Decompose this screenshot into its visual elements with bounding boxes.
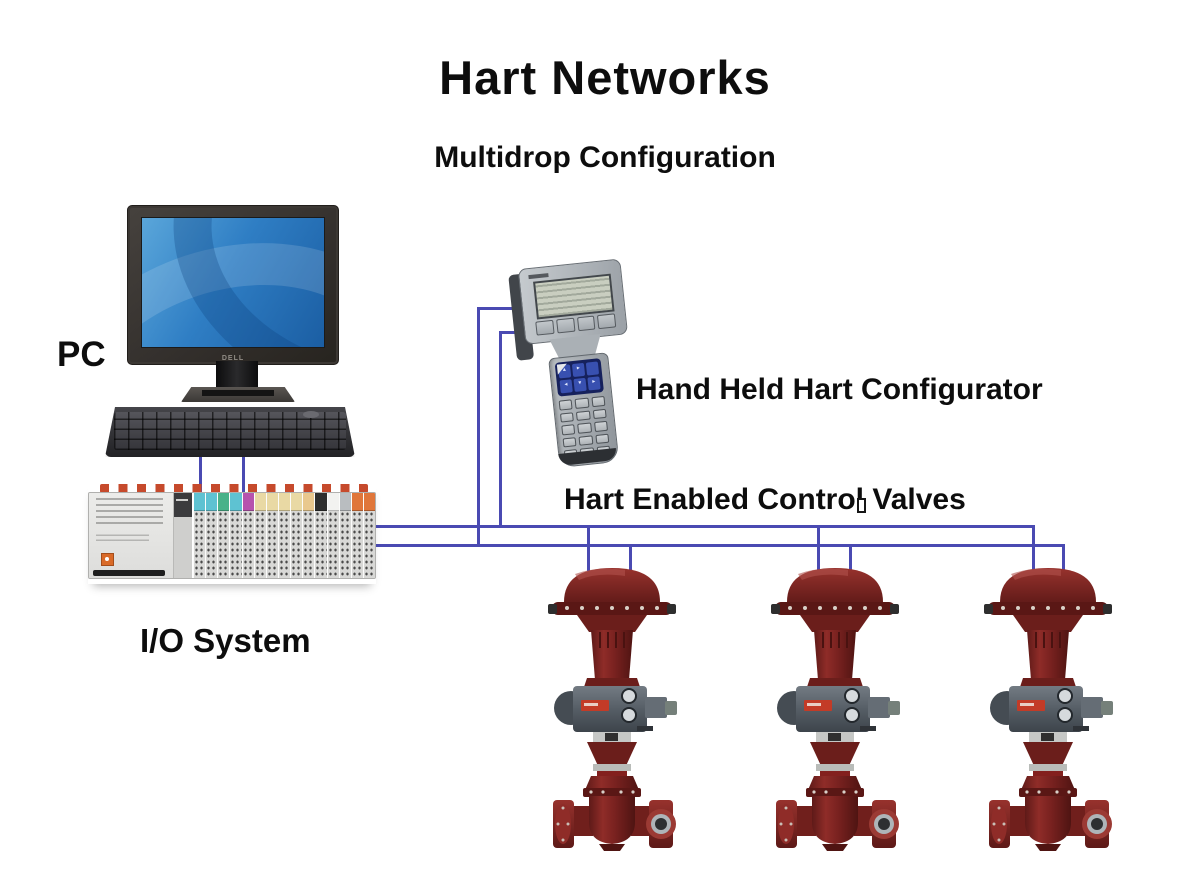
handheld-hart-configurator: ▴ ▸ ◂ ▾ ▸ [508, 258, 644, 469]
io-module [241, 493, 254, 578]
keypad-key [574, 397, 590, 409]
io-module [229, 493, 242, 578]
io-module [205, 493, 218, 578]
wire-handheld-drop-outer [477, 307, 480, 547]
handheld-lcd-screen [533, 273, 615, 320]
function-key [535, 319, 555, 336]
keyboard-emblem [303, 411, 319, 418]
io-module [326, 493, 339, 578]
wire-valve1-right [629, 544, 632, 572]
keypad-key [577, 422, 592, 434]
io-bus-adapter [174, 493, 193, 578]
io-power-supply [89, 493, 174, 578]
function-key [576, 315, 596, 332]
handheld-nav-pad: ▴ ▸ ◂ ▾ ▸ [554, 358, 604, 397]
nav-key [585, 361, 600, 376]
handheld-head [517, 258, 629, 345]
io-module [302, 493, 315, 578]
monitor-stand-neck [216, 361, 258, 390]
monitor-screen [141, 217, 325, 348]
io-module [193, 493, 206, 578]
nav-key-left: ◂ [559, 379, 573, 394]
io-module [314, 493, 327, 578]
io-module [362, 493, 375, 578]
psu-brand-logo [101, 553, 114, 566]
wire-keyboard-io-2 [242, 449, 245, 492]
keypad-key [593, 420, 608, 432]
control-valve-3 [973, 560, 1123, 852]
nav-key-up: ▴ [557, 364, 572, 379]
control-valve-2 [760, 560, 910, 852]
io-module [350, 493, 363, 578]
function-key [597, 313, 617, 330]
nav-key-down: ▾ [573, 377, 587, 392]
wire-valve3-right [1062, 544, 1065, 572]
keypad-key [561, 424, 576, 436]
keypad-key [559, 411, 575, 423]
diagram-title: Hart Networks [439, 51, 771, 104]
keypad-key [592, 408, 607, 420]
io-module [217, 493, 230, 578]
io-module [338, 493, 351, 578]
io-module [290, 493, 303, 578]
io-module [265, 493, 278, 578]
psu-base [93, 570, 165, 576]
io-module [253, 493, 266, 578]
wire-valve3-left [1032, 525, 1035, 571]
hart-bus-line-top [370, 525, 1035, 528]
keypad-key [595, 433, 610, 445]
nav-key: ▸ [587, 376, 601, 391]
psu-text-lines [96, 531, 149, 541]
pc-keyboard [105, 407, 355, 457]
keypad-key [591, 395, 606, 407]
io-module [277, 493, 291, 578]
io-rack-body [88, 492, 376, 579]
monitor-brand-logo: DELL [221, 355, 245, 362]
wire-keyboard-io-1 [199, 449, 202, 492]
function-key [555, 317, 575, 334]
nav-key-right: ▸ [571, 362, 586, 378]
control-valve-1 [537, 560, 687, 852]
wire-handheld-drop-inner [499, 331, 502, 528]
stray-text-cursor [857, 498, 866, 513]
keypad-key [558, 399, 573, 411]
psu-label-lines [96, 498, 163, 524]
pc-label: PC [57, 335, 106, 374]
diagram-subtitle: Multidrop Configuration [434, 141, 776, 174]
monitor-stand-base [181, 387, 295, 402]
hart-bus-line-bottom [370, 544, 1065, 547]
handheld-label: Hand Held Hart Configurator [636, 373, 1043, 406]
io-system-label: I/O System [140, 622, 311, 659]
io-module-strip [193, 493, 375, 578]
keyboard-keys [114, 412, 346, 450]
keypad-key [576, 410, 591, 422]
io-terminal-tabs [100, 484, 368, 493]
valves-label: Hart Enabled Control Valves [564, 483, 966, 516]
pc-monitor: DELL [127, 205, 339, 365]
keypad-key [562, 436, 577, 448]
wire-handheld-top [477, 307, 539, 310]
wire-valve2-right [849, 544, 852, 572]
wire-valve2-left [817, 525, 820, 571]
io-system-rack [88, 484, 376, 584]
handheld-model-label [528, 273, 549, 280]
keypad-key [578, 435, 594, 447]
wire-valve1-left [587, 525, 590, 571]
